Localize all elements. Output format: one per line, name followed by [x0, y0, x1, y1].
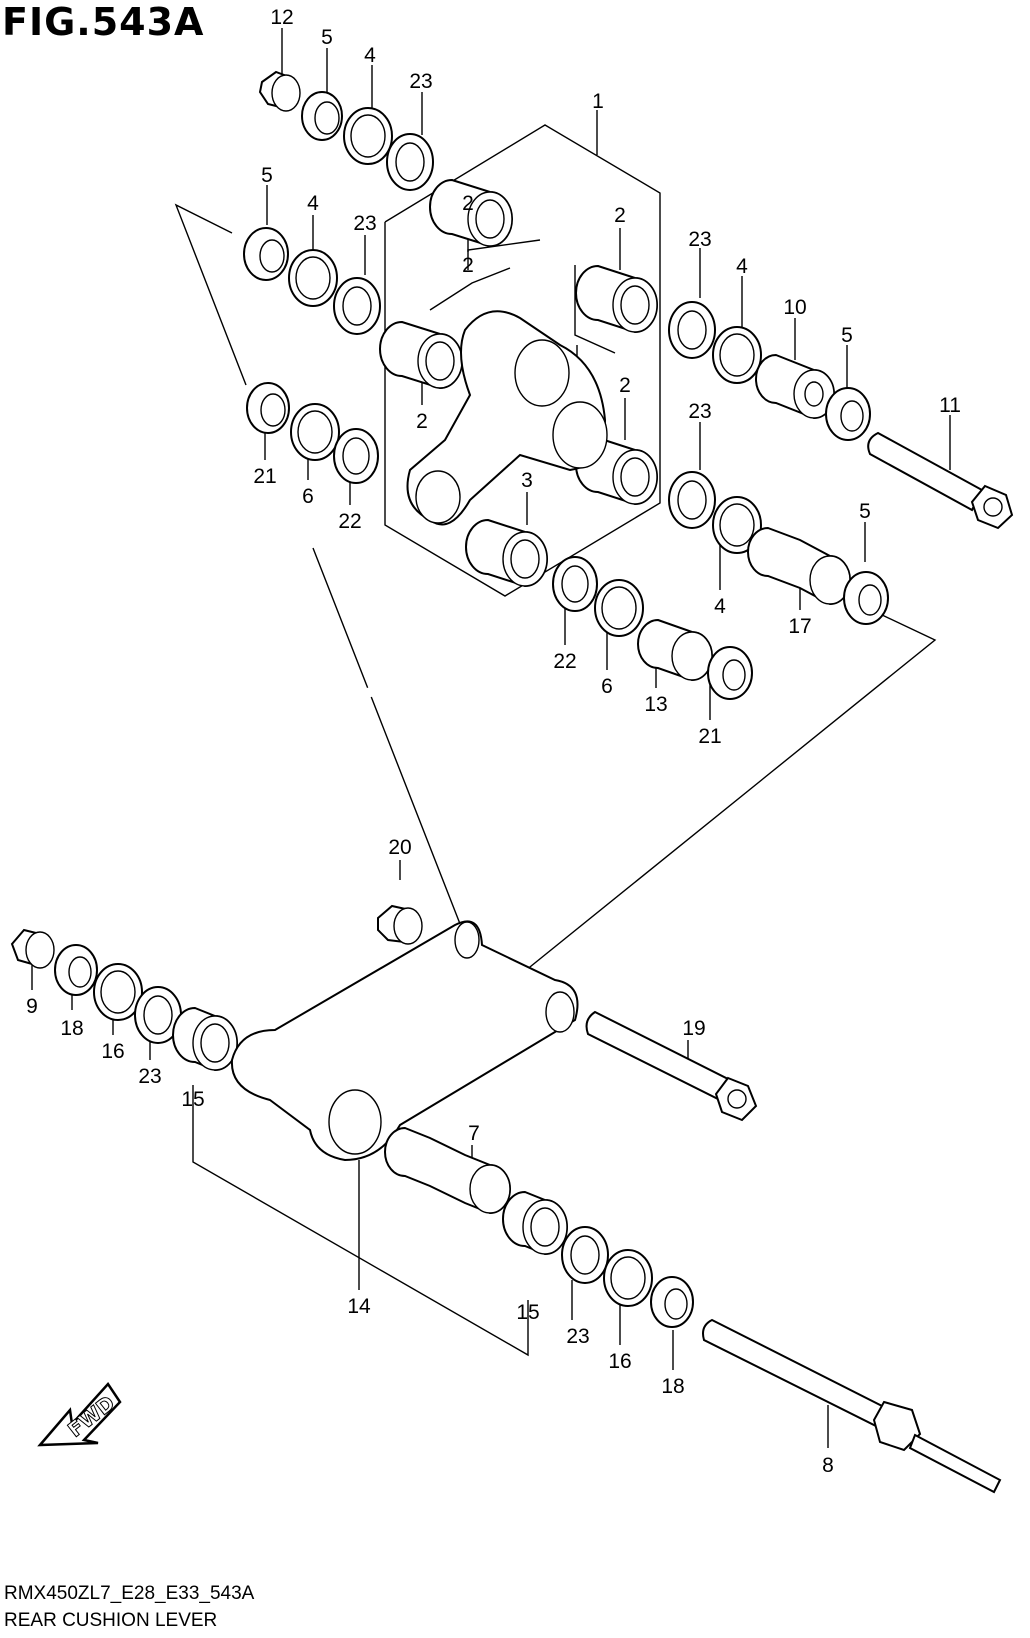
cushion-rod-14	[230, 920, 579, 1162]
callout-17: 17	[788, 615, 811, 638]
callout-12: 12	[270, 6, 293, 29]
callout-2: 2	[462, 254, 474, 277]
callout-23: 23	[688, 400, 711, 423]
bearing-2-c	[379, 320, 463, 390]
seal-4-right-lower	[712, 496, 762, 554]
callout-23: 23	[409, 70, 432, 93]
callout-4: 4	[307, 192, 319, 215]
collar-5-right-lower	[843, 571, 889, 625]
callout-1: 1	[592, 90, 604, 113]
figure-name: REAR CUSHION LEVER	[4, 1610, 218, 1631]
washer-23-right	[668, 301, 716, 359]
callout-23: 23	[138, 1065, 161, 1088]
collar-5-right	[825, 387, 871, 441]
washer-23-right-lower	[668, 471, 716, 529]
seal-4-left	[288, 249, 338, 307]
callout-14: 14	[347, 1295, 371, 1318]
callout-22: 22	[338, 510, 361, 533]
callout-3: 3	[521, 469, 533, 492]
bolt-11	[867, 431, 1014, 530]
callout-4: 4	[736, 255, 748, 278]
collar-18-left	[54, 944, 98, 996]
callout-16: 16	[608, 1350, 631, 1373]
nut-12	[258, 70, 301, 112]
callout-6: 6	[601, 675, 613, 698]
bearing-2-a	[429, 178, 513, 248]
callout-23: 23	[688, 228, 711, 251]
seal-4-right	[712, 326, 762, 384]
callout-5: 5	[321, 26, 333, 49]
washer-23-lower-left	[134, 986, 182, 1044]
collar-5-top	[301, 91, 343, 141]
bearing-3	[465, 518, 548, 588]
callout-4: 4	[714, 595, 726, 618]
figure-title: FIG.543A	[2, 0, 205, 44]
washer-22-left	[333, 428, 379, 484]
callout-9: 9	[26, 995, 38, 1018]
seal-16-left	[93, 963, 143, 1021]
callout-6: 6	[302, 485, 314, 508]
bolt-8	[702, 1318, 1002, 1494]
bearing-15-left	[172, 1006, 238, 1072]
callout-2: 2	[462, 192, 474, 215]
callout-numbers: 12 5 4 23 1 5 4 23 2 2 2 2 2 23 4 10 5 1…	[26, 6, 961, 1477]
collar-21-left	[246, 382, 290, 434]
model-code: RMX450ZL7_E28_E33_543A	[4, 1583, 255, 1604]
spacer-7	[384, 1126, 511, 1215]
callout-18: 18	[60, 1017, 83, 1040]
callout-5: 5	[841, 324, 853, 347]
callout-15: 15	[516, 1301, 539, 1324]
collar-21-center	[707, 646, 753, 700]
washer-23-left	[333, 277, 381, 335]
spacer-13	[637, 618, 713, 682]
parts	[10, 70, 1014, 1494]
seal-4-top	[343, 107, 393, 165]
callout-4: 4	[364, 44, 376, 67]
callout-18: 18	[661, 1375, 684, 1398]
fwd-arrow: FWD	[37, 1381, 122, 1447]
callout-20: 20	[388, 836, 411, 859]
spacer-17	[747, 526, 851, 606]
callout-5: 5	[859, 500, 871, 523]
callout-7: 7	[468, 1122, 480, 1145]
callout-5: 5	[261, 164, 273, 187]
collar-5-left	[243, 227, 289, 281]
callout-8: 8	[822, 1454, 834, 1477]
callout-23: 23	[353, 212, 376, 235]
callout-15: 15	[181, 1088, 204, 1111]
bearing-15-right	[502, 1190, 568, 1256]
callout-16: 16	[101, 1040, 124, 1063]
callout-2: 2	[614, 204, 626, 227]
callout-2: 2	[416, 410, 428, 433]
callout-2: 2	[619, 374, 631, 397]
seal-16-right	[603, 1249, 653, 1307]
callout-19: 19	[682, 1017, 705, 1040]
callout-11: 11	[939, 394, 961, 417]
bolt-19	[585, 1010, 758, 1122]
washer-23-top	[386, 133, 434, 191]
callout-23: 23	[566, 1325, 589, 1348]
callout-21: 21	[698, 725, 721, 748]
nut-9	[10, 928, 55, 969]
seal-6-left	[290, 403, 340, 461]
callout-13: 13	[644, 693, 667, 716]
nut-20	[377, 904, 423, 945]
callout-21: 21	[253, 465, 276, 488]
washer-22-center	[552, 556, 598, 612]
bearing-2-b	[575, 264, 658, 334]
seal-6-center	[594, 579, 644, 637]
callout-10: 10	[783, 296, 806, 319]
collar-18-right	[650, 1276, 694, 1328]
cushion-lever-1	[406, 310, 608, 526]
spacer-10	[755, 353, 835, 420]
callout-22: 22	[553, 650, 576, 673]
washer-23-lower-right	[561, 1226, 609, 1284]
